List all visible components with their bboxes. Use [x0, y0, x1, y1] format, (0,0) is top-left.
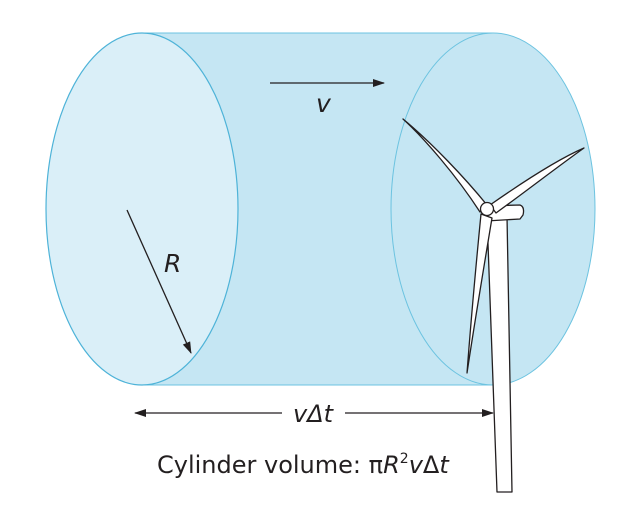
- turbine-blade-upper-left: [402, 118, 488, 213]
- cylinder-body: [142, 33, 595, 385]
- caption-prefix: Cylinder volume:: [157, 451, 369, 479]
- turbine-blade-lower: [466, 213, 493, 374]
- radius-arrow: [126, 209, 192, 354]
- caption-r: R: [383, 451, 400, 479]
- cylinder-left-face: [45, 32, 239, 386]
- radius-label: R: [164, 249, 181, 278]
- velocity-label: v: [316, 89, 332, 118]
- turbine-hub: [479, 201, 495, 217]
- caption-delta: Δ: [423, 451, 440, 479]
- length-label: vΔt: [293, 400, 335, 428]
- wind-turbine: [402, 118, 585, 493]
- caption-t: t: [439, 451, 450, 479]
- turbine-blade-upper-right: [489, 147, 585, 214]
- caption-v: v: [409, 451, 424, 479]
- caption-exponent: 2: [400, 451, 409, 467]
- cylinder-volume-caption: Cylinder volume: πR2vΔt: [157, 451, 450, 479]
- caption-pi: π: [369, 451, 383, 479]
